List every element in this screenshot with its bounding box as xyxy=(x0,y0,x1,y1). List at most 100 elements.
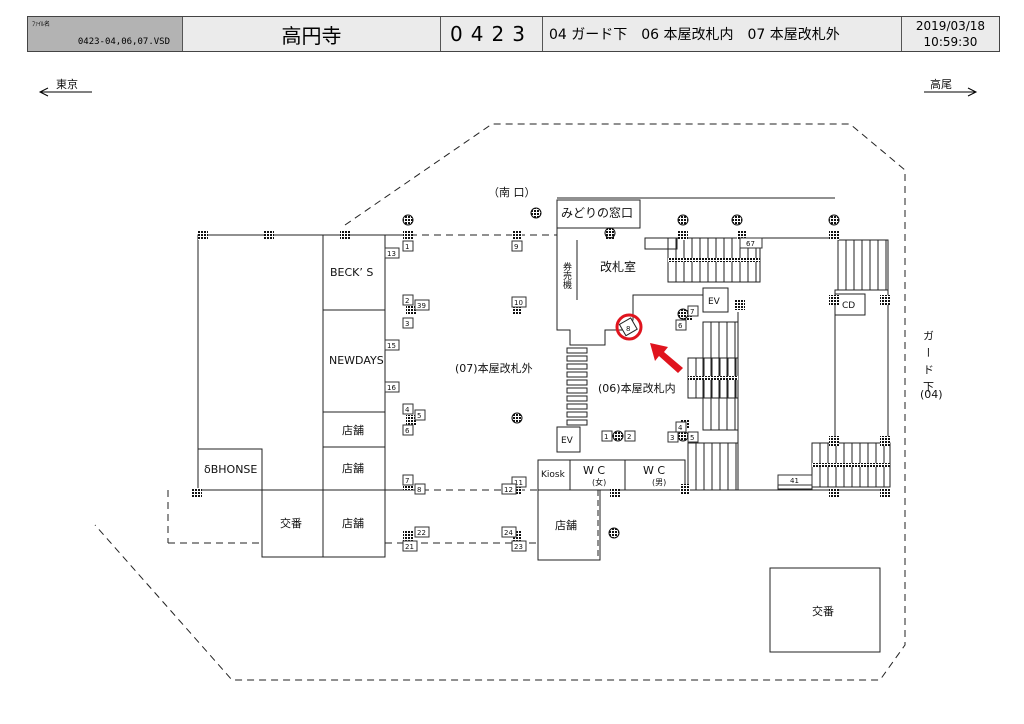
pillar xyxy=(198,230,208,240)
inside-gate-label: (06)本屋改札内 xyxy=(598,381,676,395)
wc-male-sub: (男) xyxy=(652,478,666,487)
round-column xyxy=(677,214,689,226)
equipment-tag-label: 1 xyxy=(405,243,409,251)
shop-label: 店舗 xyxy=(555,518,577,532)
equipment-tag-label: 11 xyxy=(514,479,523,487)
gate-room-label: 改札室 xyxy=(600,259,636,274)
tactile-step xyxy=(566,411,588,418)
pillar xyxy=(829,488,839,498)
shop-bhonse: δBHONSE xyxy=(204,463,257,476)
equipment-tag: 13 xyxy=(384,247,400,259)
equipment-tag: 9 xyxy=(511,240,523,252)
file-name: 0423-04,06,07.VSD xyxy=(77,37,170,47)
equipment-tag: 1 xyxy=(601,430,613,442)
equipment-tag-label: 67 xyxy=(746,240,755,248)
equipment-tag: 12 xyxy=(501,483,517,495)
equipment-tag: 8 xyxy=(414,483,426,495)
station-name: 高円寺 xyxy=(183,17,441,51)
pillar xyxy=(406,305,416,315)
equipment-tag-label: 15 xyxy=(387,342,396,350)
guard-code-label: (04) xyxy=(920,388,943,401)
equipment-tag: 7 xyxy=(687,305,699,317)
equipment-tag: 2 xyxy=(402,294,414,306)
site-boundary xyxy=(94,123,906,681)
staircase xyxy=(837,239,889,291)
equipment-tag-label: 22 xyxy=(417,529,426,537)
equipment-tag-label: 5 xyxy=(417,412,421,420)
guard-under-label: ガード下 xyxy=(922,330,935,398)
equipment-tag: 11 xyxy=(511,476,527,488)
shop-label: 店舗 xyxy=(342,461,364,475)
equipment-tag-label: 39 xyxy=(417,302,426,310)
pillar xyxy=(829,436,839,446)
equipment-tag: 4 xyxy=(402,403,414,415)
pillar xyxy=(512,485,522,495)
equipment-tag: 5 xyxy=(414,409,426,421)
ticket-machine-label: 券売機 xyxy=(561,261,572,290)
tactile-step xyxy=(566,371,588,378)
direction-tokyo-label: 東京 xyxy=(56,77,78,91)
walls xyxy=(167,197,890,653)
shop-becks: BECK’ S xyxy=(330,266,373,279)
equipment-tag: 5 xyxy=(687,431,699,443)
equipment-tag: 22 xyxy=(414,526,430,538)
pillar xyxy=(403,230,413,240)
equipment-tag-label: 2 xyxy=(405,297,409,305)
area-list: 04 ガード下 06 本屋改札内 07 本屋改札外 xyxy=(543,17,902,51)
round-column xyxy=(604,227,616,239)
equipment-tag-label: 1 xyxy=(604,433,608,441)
direction-takao-label: 高尾 xyxy=(930,77,952,91)
tactile-step xyxy=(566,355,588,362)
equipment-tag: 21 xyxy=(402,540,418,552)
datetime-cell: 2019/03/18 10:59:30 xyxy=(902,17,999,51)
pillar xyxy=(512,230,522,240)
round-column xyxy=(828,214,840,226)
file-cell: ﾌｧｲﾙ名 0423-04,06,07.VSD xyxy=(28,17,183,51)
equipment-tag: 24 xyxy=(501,526,517,538)
equipment-tag-label: 5 xyxy=(690,434,694,442)
file-label: ﾌｧｲﾙ名 xyxy=(32,21,51,28)
equipment-tag: 23 xyxy=(511,540,527,552)
pillar xyxy=(512,305,522,315)
round-column xyxy=(402,214,414,226)
pillars xyxy=(192,207,890,541)
highlighted-tag: 8 xyxy=(626,325,630,333)
equipment-tag-label: 6 xyxy=(405,427,410,435)
pillar xyxy=(680,484,690,494)
pointer-arrow xyxy=(650,343,683,373)
tactile-path xyxy=(566,347,588,426)
wc-female-label: W C xyxy=(583,464,605,477)
tactile-step xyxy=(566,395,588,402)
equipment-tag: 3 xyxy=(667,431,679,443)
pillar xyxy=(264,230,274,240)
equipment-tag: 4 xyxy=(675,421,687,433)
direction-takao: 高尾 xyxy=(924,77,978,97)
midori-label: みどりの窓口 xyxy=(561,205,633,220)
equipment-tag-label: 3 xyxy=(405,320,409,328)
staircase xyxy=(687,442,739,491)
shop-newdays: NEWDAYS xyxy=(329,354,384,367)
wc-female-sub: (女) xyxy=(592,477,606,487)
direction-tokyo: 東京 xyxy=(38,77,92,97)
highlighted-tag-box xyxy=(618,317,638,337)
police-box-label: 交番 xyxy=(812,604,834,618)
equipment-tag: 15 xyxy=(384,339,400,351)
staircase xyxy=(687,357,739,399)
round-column xyxy=(511,412,523,424)
equipment-tag-label: 41 xyxy=(790,477,799,485)
equipment-tag-label: 4 xyxy=(405,406,410,414)
title-block: ﾌｧｲﾙ名 0423-04,06,07.VSD 高円寺 0423 04 ガード下… xyxy=(27,16,1000,52)
equipment-tag: 39 xyxy=(414,299,430,311)
pillar xyxy=(403,531,413,541)
shop-label: 店舗 xyxy=(342,516,364,530)
highlight-marker: 8 xyxy=(615,313,683,373)
tactile-step xyxy=(566,379,588,386)
pillar xyxy=(829,230,839,240)
highlight-circle xyxy=(615,313,643,341)
pillar xyxy=(735,300,745,310)
equipment-tag-label: 12 xyxy=(504,486,513,494)
stairs xyxy=(667,237,891,491)
equipment-tag-label: 24 xyxy=(504,529,513,537)
